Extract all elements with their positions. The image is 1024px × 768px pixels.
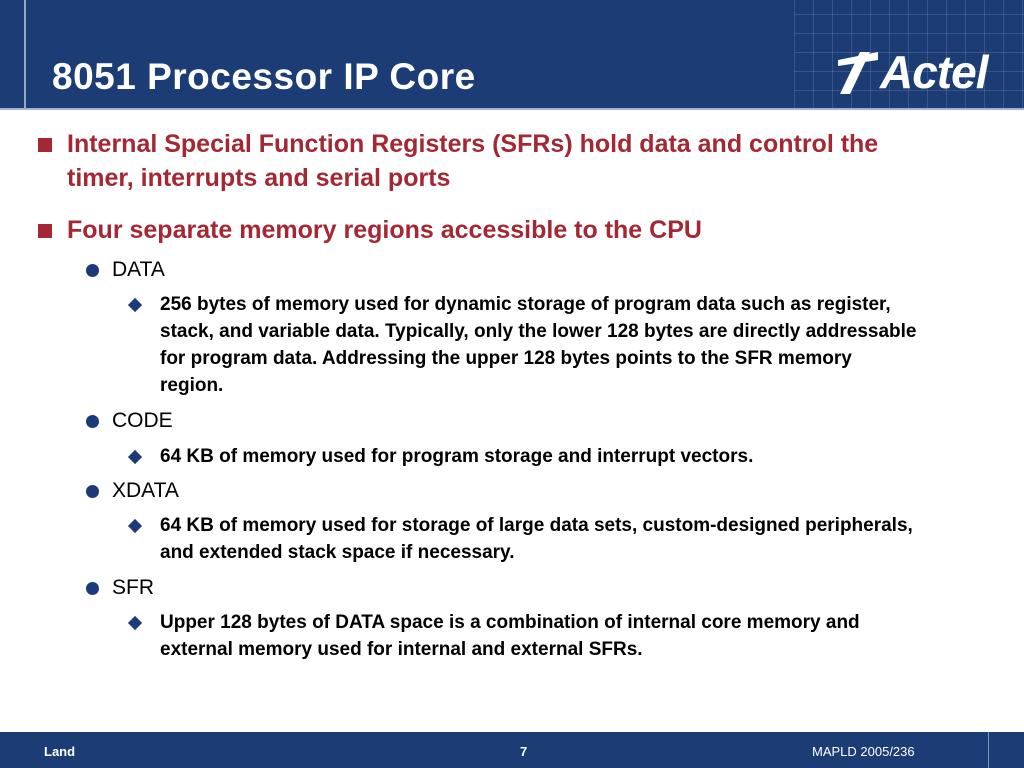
region-name: XDATA — [112, 479, 179, 502]
region-detail: 256 bytes of memory used for dynamic sto… — [160, 294, 917, 396]
header-grid-pattern — [794, 0, 1024, 110]
diamond-bullet-icon — [127, 518, 143, 534]
actel-logo-mark-icon — [838, 52, 878, 94]
round-bullet-icon — [86, 264, 99, 277]
slide-footer: Land 7 MAPLD 2005/236 — [0, 732, 1024, 768]
square-bullet-icon — [38, 138, 52, 152]
region-data-detail: 256 bytes of memory used for dynamic sto… — [127, 291, 928, 401]
header-horizontal-rule — [0, 108, 1024, 110]
region-name: DATA — [112, 258, 165, 281]
bullet-text: Internal Special Function Registers (SFR… — [67, 130, 879, 192]
region-detail: 64 KB of memory used for program storage… — [160, 446, 754, 467]
slide-content: Internal Special Function Registers (SFR… — [38, 127, 928, 663]
diamond-bullet-icon — [127, 297, 143, 313]
region-code-detail: 64 KB of memory used for program storage… — [127, 443, 928, 470]
region-sfr-detail: Upper 128 bytes of DATA space is a combi… — [127, 609, 928, 663]
bullet-text: Four separate memory regions accessible … — [67, 216, 702, 244]
diamond-bullet-icon — [127, 615, 143, 631]
footer-divider — [988, 732, 989, 768]
footer-event: MAPLD 2005/236 — [812, 744, 915, 759]
region-name: CODE — [112, 409, 173, 432]
footer-author: Land — [44, 744, 76, 759]
round-bullet-icon — [86, 485, 99, 498]
header-vertical-rule — [24, 0, 26, 110]
region-detail: 64 KB of memory used for storage of larg… — [160, 515, 913, 563]
bullet-memory-regions: Four separate memory regions accessible … — [38, 213, 918, 247]
slide-header: 8051 Processor IP Core Actel — [0, 0, 1024, 110]
actel-logo-text: Actel — [880, 46, 988, 98]
round-bullet-icon — [86, 582, 99, 595]
bullet-sfr-registers: Internal Special Function Registers (SFR… — [38, 127, 918, 197]
region-name: SFR — [112, 576, 154, 599]
region-xdata-detail: 64 KB of memory used for storage of larg… — [127, 512, 928, 566]
diamond-bullet-icon — [127, 449, 143, 465]
slide-title: 8051 Processor IP Core — [52, 56, 476, 97]
actel-logo: Actel — [838, 46, 1008, 98]
region-detail: Upper 128 bytes of DATA space is a combi… — [160, 612, 860, 660]
round-bullet-icon — [86, 415, 99, 428]
square-bullet-icon — [38, 224, 52, 238]
footer-page-number: 7 — [520, 744, 528, 759]
